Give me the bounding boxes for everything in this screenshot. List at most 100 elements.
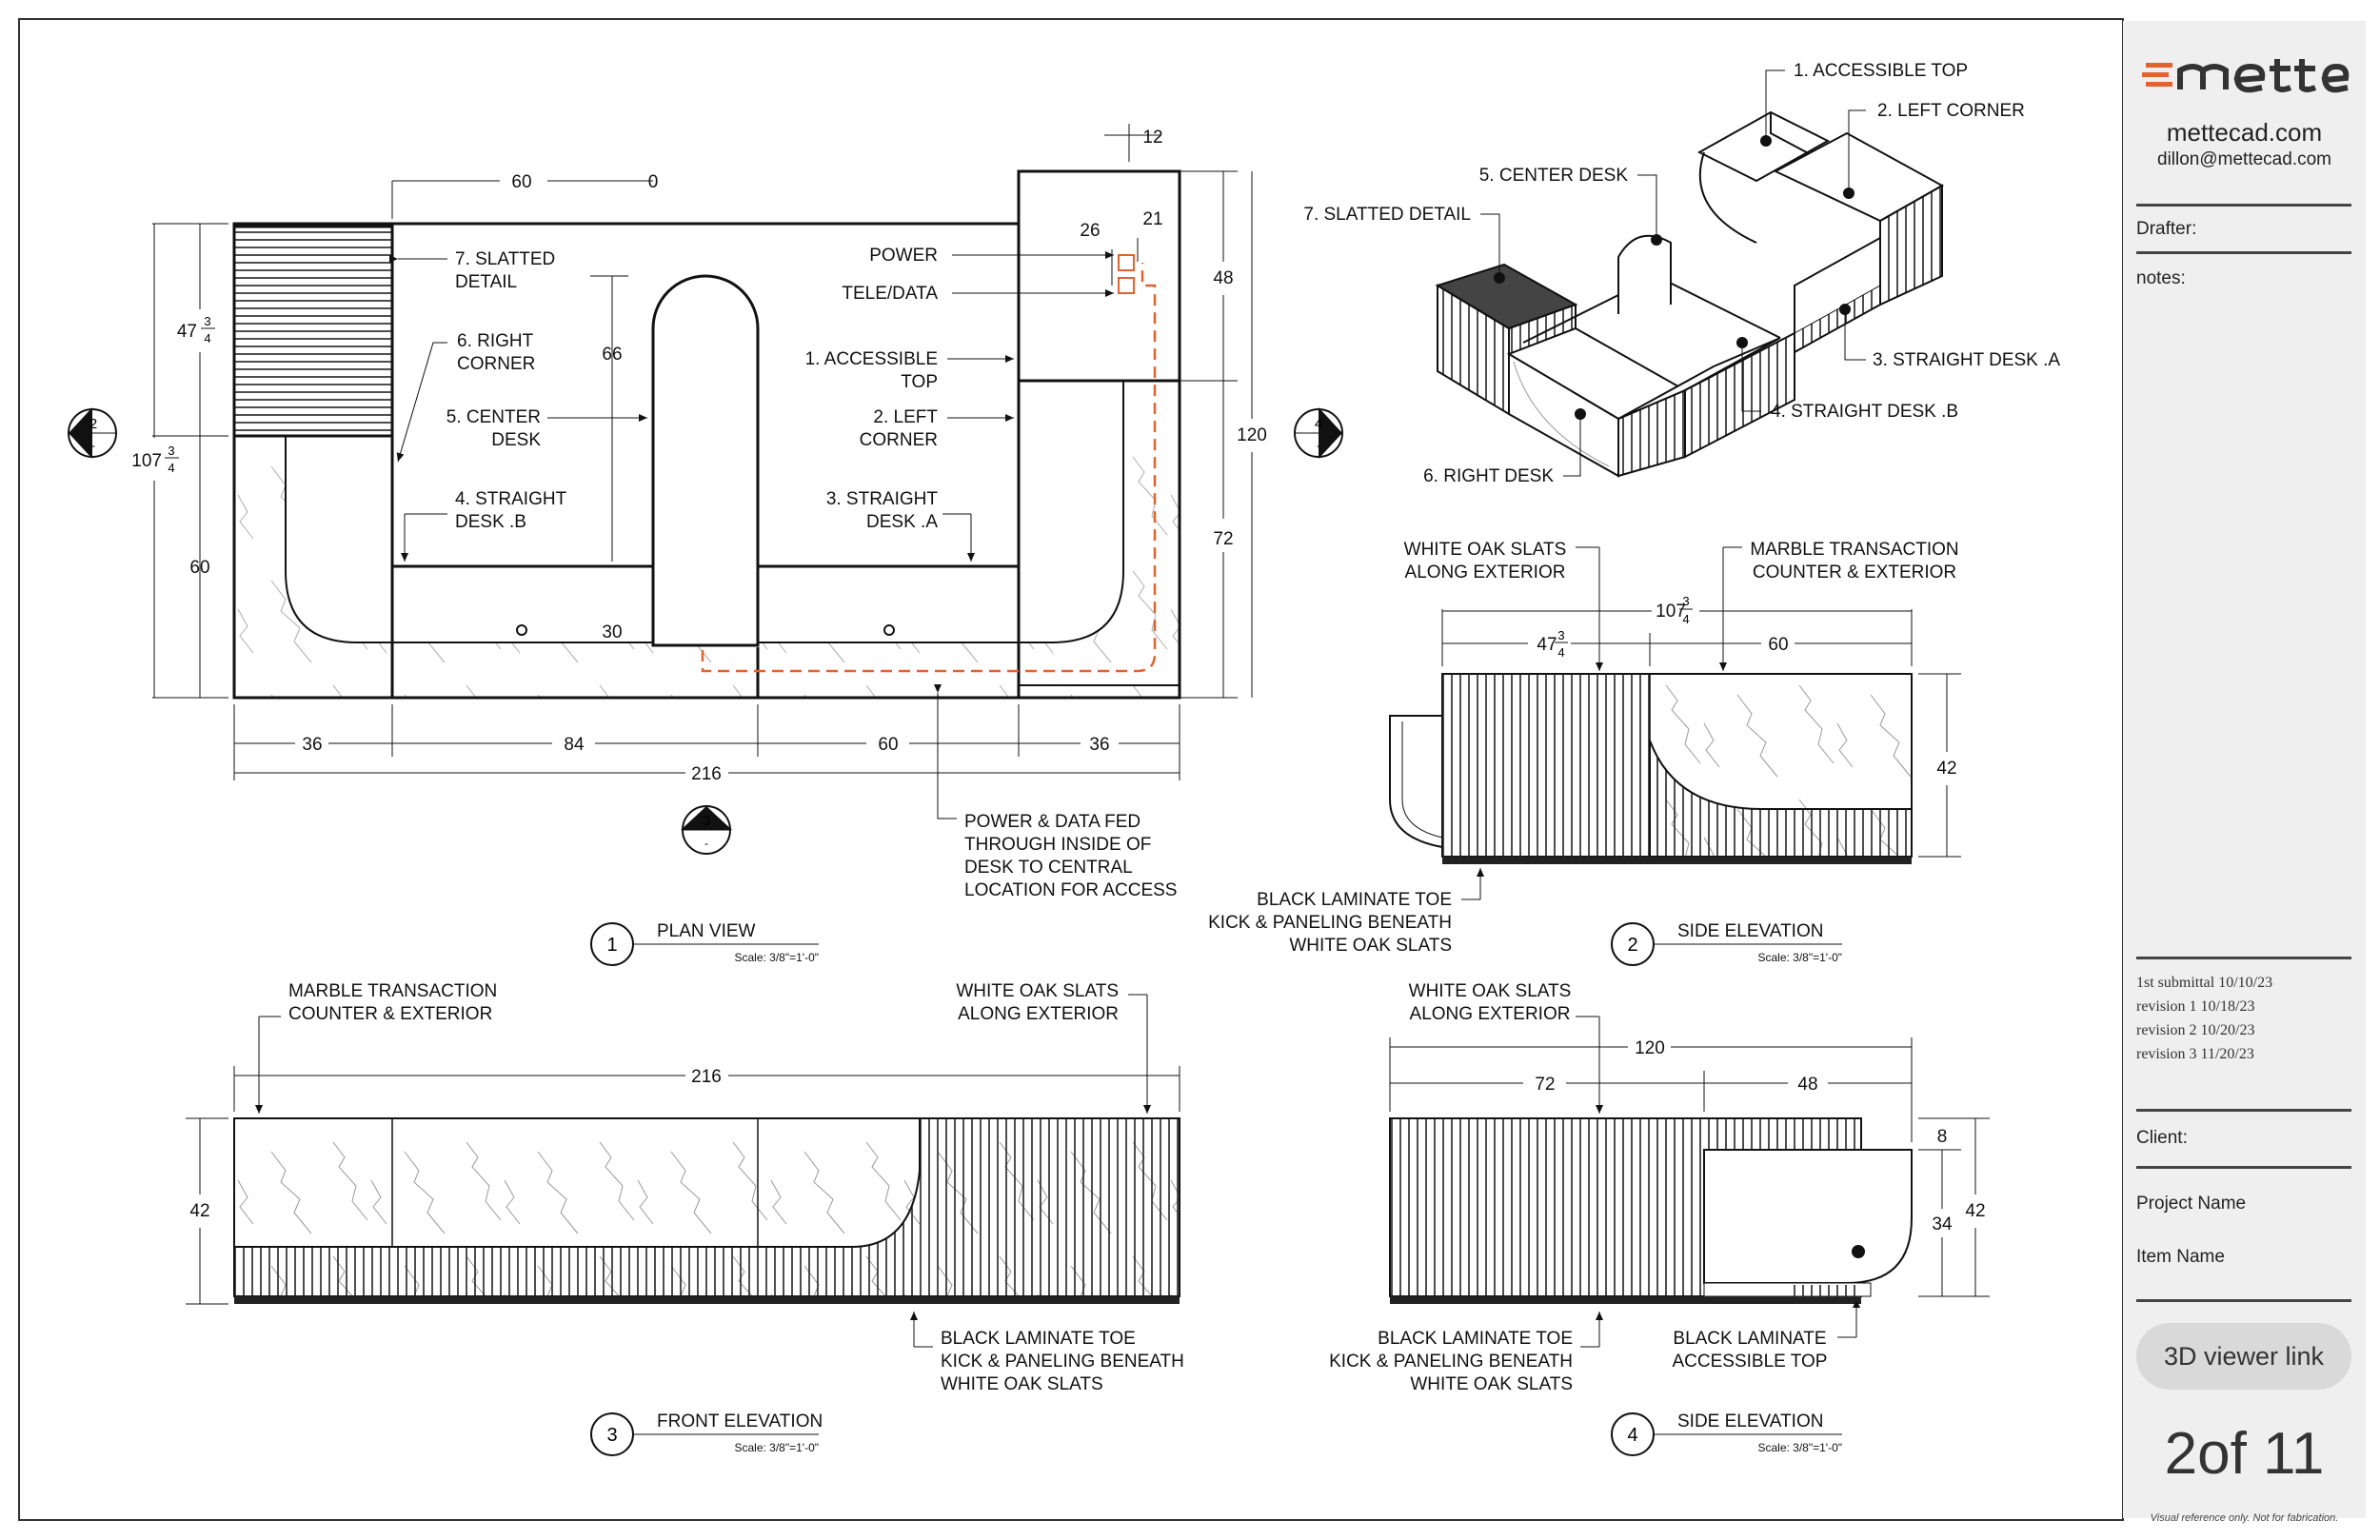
iso-label-straight-a: 3. STRAIGHT DESK .A <box>1873 350 2060 370</box>
side4-label-access-2: ACCESSIBLE TOP <box>1673 1352 1828 1372</box>
side2-label-marble-2: COUNTER & EXTERIOR <box>1753 563 1956 582</box>
side2-label-toe-1: BLACK LAMINATE TOE <box>1257 890 1452 910</box>
page-number: 2of 11 <box>2164 1421 2325 1487</box>
side-elevation-2: 107 3 4 47 3 4 60 42 WHITE OAK SLATS ALO… <box>1208 540 1961 966</box>
plan-dim-84: 84 <box>564 735 585 755</box>
plan-dim-120: 120 <box>1237 425 1267 445</box>
side4-view-name: SIDE ELEVATION <box>1677 1412 1823 1431</box>
side2-view-name: SIDE ELEVATION <box>1677 921 1823 941</box>
front3-label-slats-1: WHITE OAK SLATS <box>956 981 1119 1001</box>
plan-dim-0: 0 <box>648 172 659 192</box>
front3-view-title: 3 FRONT ELEVATION Scale: 3/8"=1'-0" <box>590 1412 823 1456</box>
website[interactable]: mettecad.com <box>2166 118 2323 147</box>
side4-view-number: 4 <box>1627 1425 1637 1446</box>
label-power-note-1: POWER & DATA FED <box>964 812 1140 832</box>
section-mark-left-sub: - <box>91 439 95 452</box>
project-name-label: Project Name <box>2136 1194 2247 1214</box>
revision-entry: revision 3 11/20/23 <box>2136 1046 2254 1062</box>
side4-dim-48: 48 <box>1797 1075 1817 1095</box>
side2-dim-42: 42 <box>1936 759 1956 779</box>
side2-label-marble-1: MARBLE TRANSACTION <box>1750 540 1958 560</box>
label-straight-a-1: 3. STRAIGHT <box>826 489 939 509</box>
label-left-corner-2: CORNER <box>860 430 938 450</box>
plan-dim-72: 72 <box>1213 529 1233 549</box>
plan-view-number: 1 <box>606 935 617 956</box>
side4-label-toe-2: KICK & PANELING BENEATH <box>1329 1352 1573 1372</box>
plan-center-desk <box>651 274 760 647</box>
front3-dim-216: 216 <box>691 1067 722 1087</box>
section-mark-bottom: 3 - <box>681 805 732 855</box>
side2-dim-47: 47 <box>1537 635 1557 655</box>
plan-dim-107: 107 <box>131 451 162 471</box>
iso-label-accessible: 1. ACCESSIBLE TOP <box>1794 61 1968 81</box>
side4-label-access-1: BLACK LAMINATE <box>1673 1329 1826 1349</box>
plan-dim-47: 47 <box>177 322 197 342</box>
front3-label-marble-2: COUNTER & EXTERIOR <box>288 1004 492 1024</box>
plan-power-path <box>701 263 1157 673</box>
front3-label-toe-2: KICK & PANELING BENEATH <box>941 1352 1184 1372</box>
plan-dim-30: 30 <box>602 622 622 642</box>
title-block: mettecad.com dillon@mettecad.com Drafter… <box>2123 21 2366 1524</box>
divider <box>2136 251 2351 254</box>
front3-view-scale: Scale: 3/8"=1'-0" <box>734 1441 819 1454</box>
side2-frac-den-2: 4 <box>1557 645 1564 660</box>
plan-dim-26: 26 <box>1080 221 1100 241</box>
front3-view-name: FRONT ELEVATION <box>657 1412 823 1431</box>
label-center-1: 5. CENTER <box>446 407 541 427</box>
revision-entry: revision 2 10/20/23 <box>2136 1022 2255 1038</box>
side4-dim-8: 8 <box>1937 1127 1948 1147</box>
side4-label-toe-3: WHITE OAK SLATS <box>1410 1374 1573 1394</box>
plan-view-scale: Scale: 3/8"=1'-0" <box>734 951 819 964</box>
front3-label-marble-1: MARBLE TRANSACTION <box>288 981 497 1001</box>
divider <box>2136 1109 2351 1112</box>
plan-frac-den-2: 4 <box>168 461 174 475</box>
side2-label-toe-3: WHITE OAK SLATS <box>1289 936 1452 956</box>
plan-frac-num-2: 3 <box>168 444 174 458</box>
front3-label-toe-3: WHITE OAK SLATS <box>941 1374 1103 1394</box>
divider <box>2136 957 2351 959</box>
plan-dim-36a: 36 <box>302 735 322 755</box>
item-name-label: Item Name <box>2136 1247 2225 1267</box>
divider <box>2136 1166 2351 1169</box>
revision-entry: revision 1 10/18/23 <box>2136 998 2255 1015</box>
label-center-2: DESK <box>491 430 541 450</box>
section-mark-right-num: 4 <box>1315 416 1322 432</box>
3d-viewer-link-button[interactable]: 3D viewer link <box>2136 1323 2351 1390</box>
plan-dim-12: 12 <box>1142 128 1162 148</box>
side4-dim-34: 34 <box>1932 1214 1953 1234</box>
side2-frac-den-1: 4 <box>1682 612 1689 626</box>
label-left-corner-1: 2. LEFT <box>873 407 938 427</box>
isometric-view: 1. ACCESSIBLE TOP 2. LEFT CORNER 5. CENT… <box>1303 61 2060 486</box>
side4-dim-120: 120 <box>1635 1038 1665 1058</box>
plan-dim-60-left: 60 <box>189 558 209 578</box>
brand-logo <box>2138 49 2351 107</box>
label-power-note-3: DESK TO CENTRAL <box>964 858 1133 878</box>
iso-label-left-corner: 2. LEFT CORNER <box>1877 101 2025 121</box>
section-mark-bottom-sub: - <box>704 837 708 850</box>
label-straight-b-2: DESK .B <box>455 512 526 532</box>
plan-view-title: 1 PLAN VIEW Scale: 3/8"=1'-0" <box>590 921 819 966</box>
side2-dim-60: 60 <box>1768 635 1788 655</box>
side2-view-scale: Scale: 3/8"=1'-0" <box>1757 951 1842 964</box>
drafter-label: Drafter: <box>2136 219 2197 239</box>
side-elevation-4: 120 72 48 8 34 42 WHITE OAK SLATS ALONG … <box>1329 981 1990 1456</box>
iso-label-right-desk: 6. RIGHT DESK <box>1423 466 1554 486</box>
label-slatted-2: DETAIL <box>455 272 517 292</box>
side2-label-slats-1: WHITE OAK SLATS <box>1404 540 1567 560</box>
side2-view-title: 2 SIDE ELEVATION Scale: 3/8"=1'-0" <box>1611 921 1842 966</box>
front3-dim-42: 42 <box>189 1201 209 1221</box>
section-mark-right-sub: - <box>1317 439 1320 452</box>
label-teledata: TELE/DATA <box>842 284 938 304</box>
plan-frac-den-1: 4 <box>204 331 210 346</box>
front3-label-toe-1: BLACK LAMINATE TOE <box>941 1329 1136 1349</box>
label-power-note-4: LOCATION FOR ACCESS <box>964 880 1177 900</box>
plan-view-name: PLAN VIEW <box>657 921 756 941</box>
email[interactable]: dillon@mettecad.com <box>2157 149 2331 169</box>
iso-label-center: 5. CENTER DESK <box>1479 166 1629 186</box>
side2-frac-num-1: 3 <box>1682 594 1689 608</box>
side2-label-toe-2: KICK & PANELING BENEATH <box>1208 913 1452 933</box>
section-mark-left: 2 - <box>68 407 117 459</box>
divider <box>2136 204 2351 207</box>
plan-dim-216: 216 <box>691 764 722 784</box>
